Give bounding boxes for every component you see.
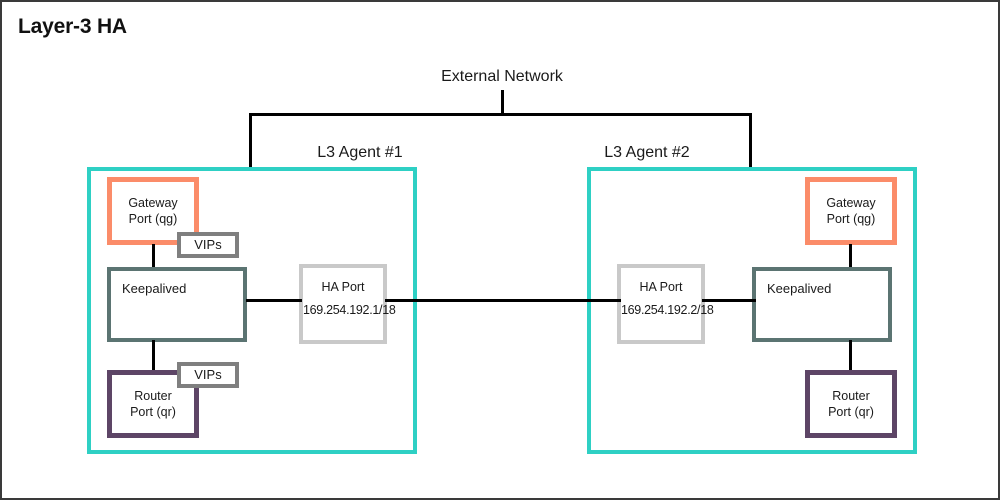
agent-2-keepalived[interactable]: Keepalived <box>752 267 892 342</box>
agent-1-ha-port-label: HA Port <box>321 280 365 294</box>
agent-1-router-vips-label: VIPs <box>194 367 222 383</box>
external-network-drop-right <box>749 113 752 170</box>
agent-1-gateway-port-line1: Gateway <box>128 195 178 210</box>
agent-1-gateway-keepalived-connector <box>152 244 155 268</box>
agent-1-container <box>87 167 417 454</box>
agent-2-ha-port-ip: 169.254.192.2/18 <box>621 302 714 317</box>
agent-1-gateway-port-line2: Port (qg) <box>128 212 178 226</box>
agent-2-gateway-keepalived-connector <box>849 244 852 268</box>
agent-1-keepalived-router-connector <box>152 340 155 371</box>
agent-2-ha-port-label: HA Port <box>639 280 683 294</box>
agent-1-router-port-line2: Port (qr) <box>130 405 176 419</box>
external-network-label: External Network <box>441 68 563 85</box>
agent-2-keepalived-label: Keepalived <box>767 281 832 296</box>
agent-1-keepalived[interactable]: Keepalived <box>107 267 247 342</box>
page-title: Layer-3 HA <box>18 15 127 38</box>
external-network-stem <box>501 90 504 116</box>
agent-1-ha-port[interactable]: HA Port 169.254.192.1/18 <box>299 264 396 344</box>
agent-2-keepalived-router-connector <box>849 340 852 371</box>
agent-1-keepalived-label: Keepalived <box>122 281 187 296</box>
agent-2-ha-port[interactable]: HA Port 169.254.192.2/18 <box>617 264 714 344</box>
agent-1-router-vips[interactable]: VIPs <box>177 362 239 388</box>
agent-1-gateway-vips-label: VIPs <box>194 237 222 253</box>
agent-2-router-port-line2: Port (qr) <box>828 405 874 419</box>
agent-2-gateway-port-line2: Port (qg) <box>826 212 876 226</box>
agent-2-haport-keepalived-connector <box>702 299 756 302</box>
agent-1-ha-port-ip: 169.254.192.1/18 <box>303 302 396 317</box>
agent-2-gateway-port-line1: Gateway <box>826 195 876 210</box>
agent-2-router-port[interactable]: Router Port (qr) <box>805 370 897 438</box>
ha-interconnect-link <box>385 299 621 302</box>
agent-1-router-port-line1: Router <box>134 388 172 403</box>
agent-2-container <box>587 167 917 454</box>
agent-1-gateway-vips[interactable]: VIPs <box>177 232 239 258</box>
agent-1-label: L3 Agent #1 <box>317 144 403 161</box>
agent-2-router-port-line1: Router <box>832 388 870 403</box>
agent-2-label: L3 Agent #2 <box>604 144 690 161</box>
agent-2-gateway-port[interactable]: Gateway Port (qg) <box>805 177 897 245</box>
external-network-bus <box>249 113 752 116</box>
external-network-drop-left <box>249 113 252 170</box>
agent-1-keepalived-haport-connector <box>246 299 302 302</box>
